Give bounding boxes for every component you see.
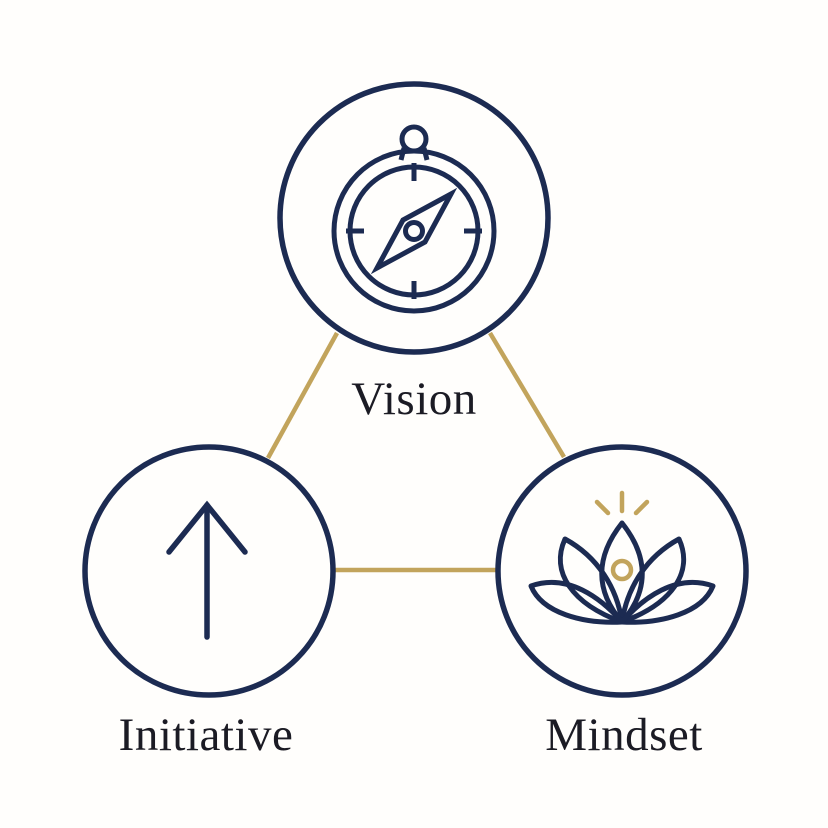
arrow-head xyxy=(166,500,248,555)
lotus-center-petal xyxy=(599,520,645,625)
lotus-icon xyxy=(528,490,716,625)
compass-inner-ring xyxy=(347,164,481,298)
node-mindset xyxy=(495,444,749,698)
compass-outer-ring xyxy=(331,148,497,314)
lotus-outer-leaf-left xyxy=(528,579,625,625)
connector-lines xyxy=(266,331,566,573)
vision-label: Vision xyxy=(351,373,477,425)
vision-node-circle xyxy=(277,81,551,355)
compass-icon xyxy=(331,124,497,314)
lotus-outer-leaf-right xyxy=(619,579,716,625)
compass-needle-pivot xyxy=(403,220,425,242)
mindset-label: Mindset xyxy=(545,709,703,761)
mindset-node-circle xyxy=(495,444,749,698)
connector-vision-initiative xyxy=(266,331,339,460)
compass-needle xyxy=(370,187,458,275)
compass-tick-marks xyxy=(346,163,482,299)
connector-vision-mindset xyxy=(488,331,566,459)
initiative-node-circle xyxy=(82,444,336,698)
up-arrow-icon xyxy=(166,500,248,640)
lotus-rays xyxy=(594,490,650,516)
initiative-label: Initiative xyxy=(118,709,294,761)
node-vision xyxy=(277,81,551,355)
lotus-center-dot xyxy=(610,558,634,582)
node-initiative xyxy=(82,444,336,698)
compass-knob xyxy=(399,124,429,154)
lotus-side-petal-left xyxy=(558,536,625,625)
lotus-side-petal-right xyxy=(619,536,686,625)
